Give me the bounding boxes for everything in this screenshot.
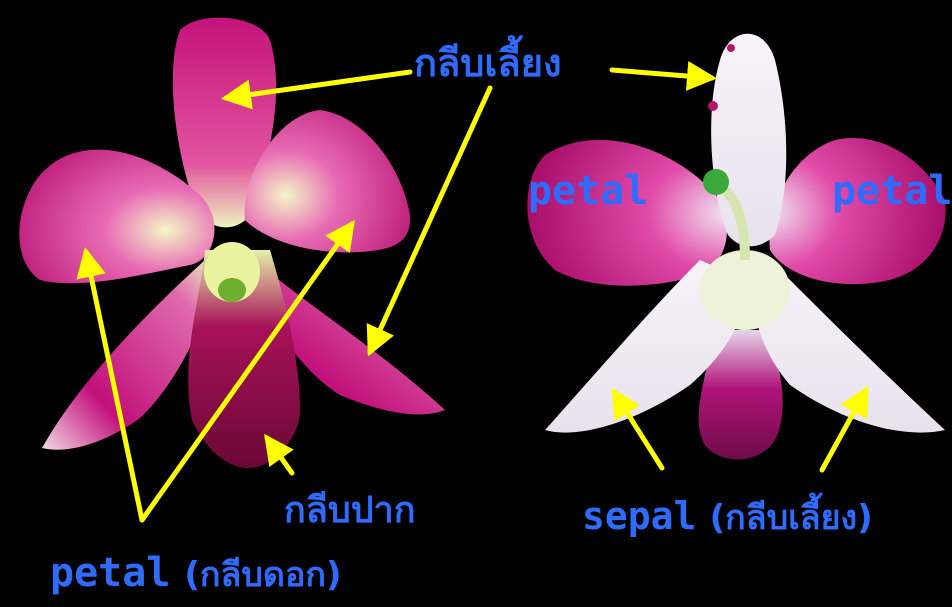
label-right-petal-right: petal bbox=[832, 171, 952, 211]
label-lip-thai: กลีบปาก bbox=[284, 493, 416, 529]
right-sepal-spot bbox=[727, 44, 735, 52]
right-sepal-spot bbox=[708, 101, 718, 111]
label-sepal-top-thai: กลีบเลี้ยง bbox=[414, 44, 562, 82]
arrow-sepal-right-top bbox=[612, 70, 712, 78]
label-left-petal-thai: (กลีบดอก) bbox=[184, 555, 341, 595]
label-right-sepal-thai: (กลีบเลี้ยง) bbox=[710, 498, 873, 538]
label-right-petal-left-text: petal bbox=[528, 168, 648, 214]
right-dorsal-sepal bbox=[711, 34, 786, 247]
label-right-petal-right-text: petal bbox=[832, 168, 952, 214]
right-column-cap bbox=[703, 169, 729, 195]
label-right-sepal: sepal (กลีบเลี้ยง) bbox=[582, 497, 873, 535]
label-left-petal-en: petal bbox=[50, 550, 170, 596]
right-orchid bbox=[527, 34, 945, 460]
left-orchid bbox=[19, 18, 445, 468]
left-lower-sepal-left bbox=[42, 260, 215, 450]
label-right-sepal-en: sepal bbox=[582, 494, 696, 538]
label-right-petal-left: petal bbox=[528, 171, 648, 211]
right-center bbox=[700, 250, 790, 330]
left-throat bbox=[218, 278, 246, 302]
label-left-petal: petal (กลีบดอก) bbox=[50, 553, 342, 593]
